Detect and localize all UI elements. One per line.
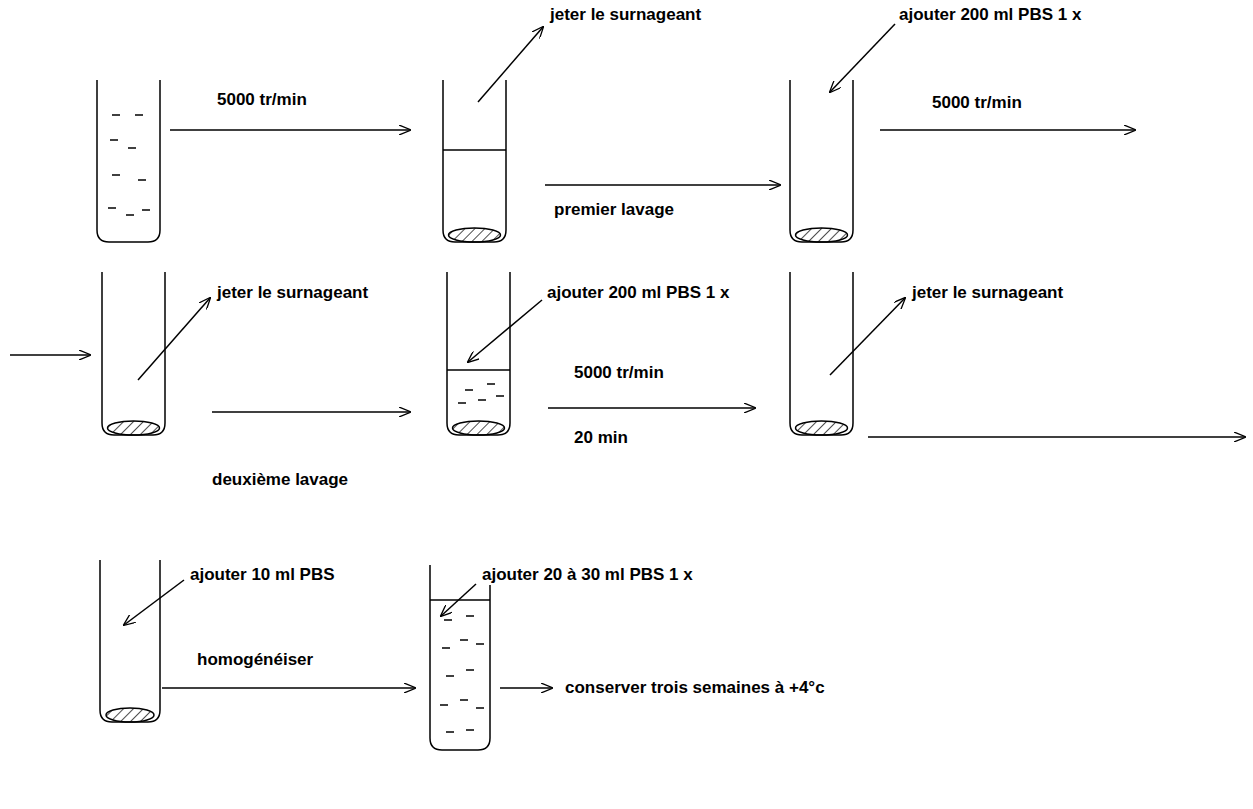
- tube: [790, 80, 853, 242]
- tube: [443, 80, 506, 242]
- leader-arrow: [830, 298, 905, 375]
- liquid-level: [443, 149, 506, 151]
- step-label: jeter le surnageant: [215, 283, 370, 303]
- process-arrow: [548, 407, 755, 409]
- process-arrow: [545, 184, 780, 186]
- step-label: deuxième lavage: [210, 470, 350, 490]
- step-label: premier lavage: [552, 200, 676, 220]
- process-arrow: [170, 129, 410, 131]
- liquid-level: [447, 369, 510, 371]
- leader-arrow: [478, 27, 543, 102]
- step-label: ajouter 10 ml PBS: [188, 565, 337, 585]
- step-label: jeter le surnageant: [548, 5, 703, 25]
- process-arrow: [162, 687, 415, 689]
- step-label: 5000 tr/min: [572, 363, 666, 383]
- step-label: jeter le surnageant: [910, 283, 1065, 303]
- step-label: 5000 tr/min: [930, 93, 1024, 113]
- process-arrow: [212, 411, 410, 413]
- step-label: ajouter 200 ml PBS 1 x: [545, 283, 731, 303]
- tube: [102, 272, 165, 435]
- tube: [97, 80, 160, 242]
- leader-arrow: [124, 580, 184, 625]
- process-arrow: [868, 436, 1245, 438]
- tube: [790, 272, 853, 435]
- leader-arrow: [138, 298, 210, 380]
- process-arrow: [10, 354, 90, 356]
- tube: [430, 565, 490, 750]
- suspension-dashes: [108, 115, 504, 732]
- step-label: 20 min: [572, 428, 630, 448]
- pellet: [106, 228, 848, 722]
- step-label: 5000 tr/min: [215, 90, 309, 110]
- step-label: conserver trois semaines à +4°c: [563, 678, 827, 698]
- leader-arrow: [830, 24, 895, 92]
- leader-arrow: [441, 584, 476, 616]
- tube: [100, 560, 160, 722]
- step-label: ajouter 200 ml PBS 1 x: [897, 5, 1083, 25]
- step-label: homogénéiser: [195, 650, 315, 670]
- process-arrow: [880, 129, 1135, 131]
- leader-arrow: [468, 300, 542, 362]
- step-label: ajouter 20 à 30 ml PBS 1 x: [480, 565, 695, 585]
- process-arrow: [500, 687, 552, 689]
